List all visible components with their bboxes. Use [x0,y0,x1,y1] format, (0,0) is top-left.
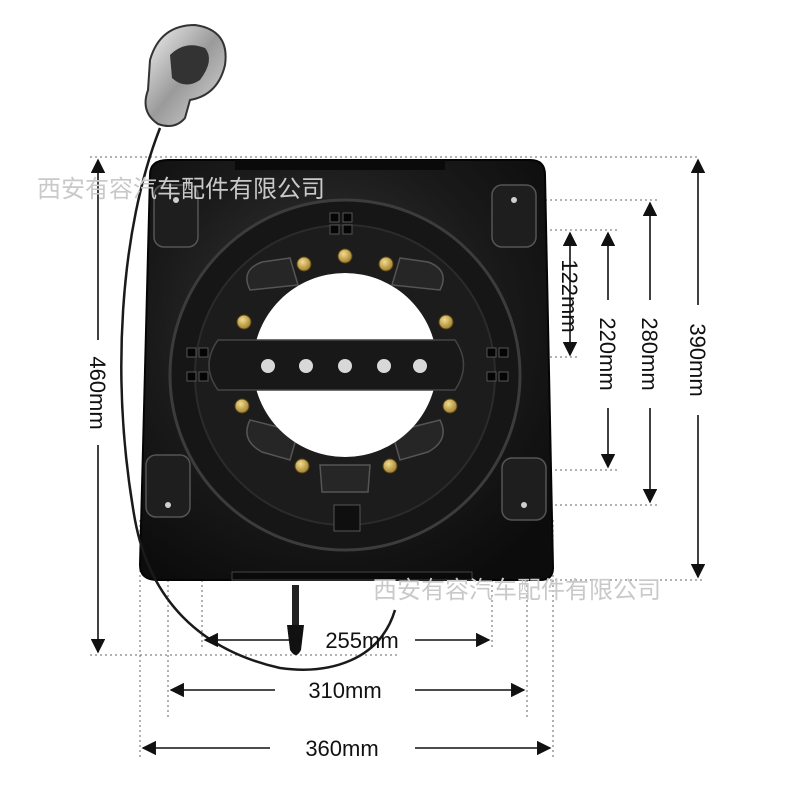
dim-310-label: 310mm [308,678,381,703]
dimension-lines [90,158,706,756]
watermark-bottom: 西安有容汽车配件有限公司 [373,576,661,604]
dim-220-label: 220mm [595,317,620,390]
corner-brackets [145,184,547,521]
dim-280-label: 280mm [637,317,662,390]
dim-390-label: 390mm [685,323,710,396]
watermark-top: 西安有容汽车配件有限公司 [37,175,325,203]
dim-122-label: 122mm [557,259,582,332]
dim-460-label: 460mm [85,356,110,429]
square-vents [186,212,509,382]
release-cable [120,127,397,671]
dim-255-label: 255mm [325,628,398,653]
brass-bolts [234,248,458,474]
swivel-plate [138,159,555,581]
cross-bar [208,339,465,391]
lever [287,585,304,655]
release-handle [144,23,227,127]
dim-360-label: 360mm [305,736,378,761]
